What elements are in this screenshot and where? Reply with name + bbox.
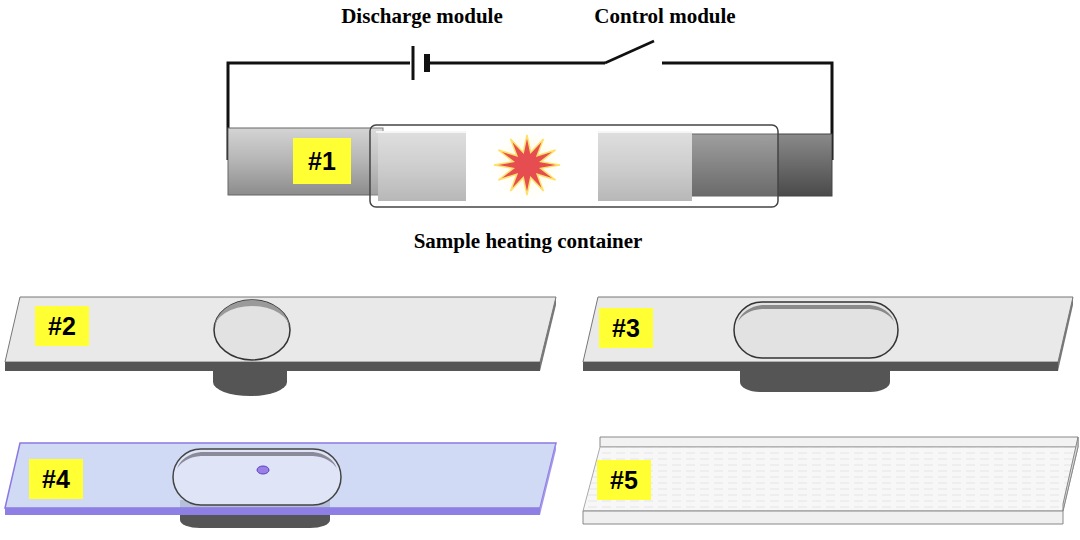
part-number: #2 [48,312,76,341]
plate-round-hole [5,297,556,396]
part-number: #3 [612,314,640,343]
part-number: #1 [308,147,336,176]
channel-trough [583,437,1078,524]
part-number-tag: #2 [35,306,89,346]
battery-symbol [413,46,427,80]
module-label: Discharge module [341,4,503,29]
part-number-tag: #3 [599,308,653,348]
part-number-tag: #4 [29,459,83,499]
part-number-tag: #1 [293,138,351,184]
heating-container [228,125,832,207]
part-number: #4 [42,465,70,494]
module-label: Sample heating container [414,229,643,254]
module-label: Control module [594,4,735,29]
plate-oval-slot-sample [5,443,556,528]
switch-symbol [605,41,654,63]
part-number-tag: #5 [597,460,651,500]
plate-oval-slot [583,297,1073,392]
part-number: #5 [610,466,638,495]
